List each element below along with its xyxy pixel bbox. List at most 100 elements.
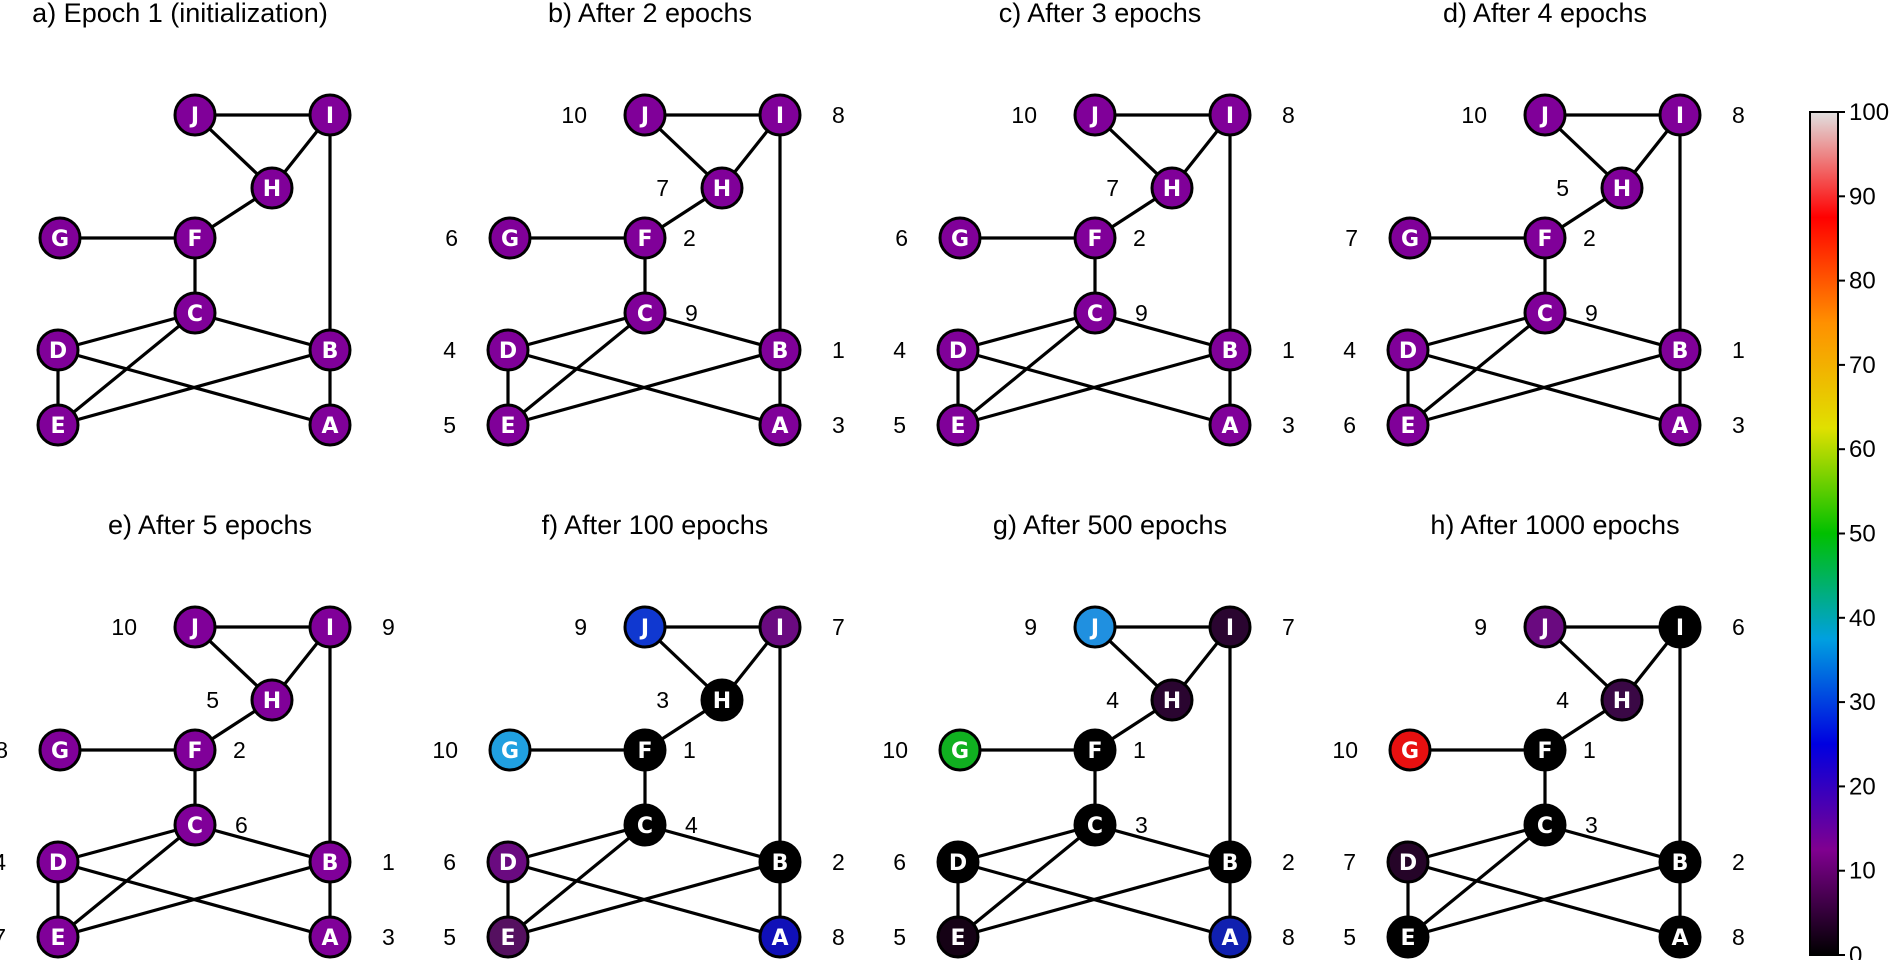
rank-label: 2 <box>1732 849 1745 875</box>
node-circle <box>938 216 982 260</box>
node-F: F <box>1073 728 1117 772</box>
node-H: H <box>700 166 744 210</box>
node-label: J <box>639 104 649 129</box>
node-F: F <box>173 728 217 772</box>
node-circle <box>1386 403 1430 447</box>
node-label: A <box>321 926 338 951</box>
node-H: H <box>250 678 294 722</box>
node-circle <box>486 403 530 447</box>
node-C: C <box>1523 291 1567 335</box>
colorbar-tick-label: 10 <box>1849 858 1876 885</box>
node-label: J <box>1089 616 1099 641</box>
node-D: D <box>1386 840 1430 884</box>
node-label: A <box>1221 926 1238 951</box>
node-circle <box>758 605 802 649</box>
node-label: J <box>1539 616 1549 641</box>
colorbar-tick-label: 20 <box>1849 773 1876 800</box>
node-label: G <box>501 739 519 764</box>
rank-label: 3 <box>1585 812 1598 838</box>
rank-label: 4 <box>685 812 698 838</box>
node-F: F <box>173 216 217 260</box>
rank-label: 7 <box>1106 175 1119 201</box>
node-G: G <box>38 216 82 260</box>
node-circle <box>623 93 667 137</box>
node-label: A <box>321 414 338 439</box>
node-I: I <box>1658 93 1702 137</box>
node-label: I <box>776 104 784 129</box>
node-circle <box>938 728 982 772</box>
node-circle <box>1150 166 1194 210</box>
node-circle <box>308 93 352 137</box>
node-G: G <box>1388 728 1432 772</box>
node-label: D <box>949 339 967 364</box>
node-circle <box>308 605 352 649</box>
node-circle <box>1073 605 1117 649</box>
rank-label: 3 <box>656 687 669 713</box>
node-circle <box>758 93 802 137</box>
node-D: D <box>486 840 530 884</box>
panel-title: b) After 2 epochs <box>548 0 752 28</box>
colorbar-tick-label: 50 <box>1849 521 1876 548</box>
node-H: H <box>1150 678 1194 722</box>
colorbar-tick-label: 80 <box>1849 268 1876 295</box>
node-G: G <box>1388 216 1432 260</box>
node-circle <box>1658 93 1702 137</box>
node-I: I <box>1658 605 1702 649</box>
colorbar-tick-label: 60 <box>1849 436 1876 463</box>
colorbar-tick-label: 70 <box>1849 352 1876 379</box>
node-label: A <box>771 414 788 439</box>
node-circle <box>1208 328 1252 372</box>
rank-label: 7 <box>1345 225 1358 251</box>
node-label: I <box>1676 616 1684 641</box>
node-circle <box>1523 93 1567 137</box>
node-label: C <box>637 302 653 327</box>
rank-label: 10 <box>1461 102 1487 128</box>
node-D: D <box>486 328 530 372</box>
node-H: H <box>1600 166 1644 210</box>
node-label: I <box>1676 104 1684 129</box>
node-circle <box>1150 678 1194 722</box>
rank-label: 1 <box>1133 737 1146 763</box>
node-label: G <box>51 739 69 764</box>
edge-C-D <box>957 311 1096 352</box>
node-circle <box>758 328 802 372</box>
panel-title: f) After 100 epochs <box>542 510 769 540</box>
rank-label: 8 <box>832 924 845 950</box>
node-label: F <box>187 739 202 764</box>
rank-label: 10 <box>882 737 908 763</box>
rank-label: 7 <box>1343 849 1356 875</box>
node-I: I <box>308 605 352 649</box>
rank-label: 5 <box>443 924 456 950</box>
node-label: G <box>1401 739 1419 764</box>
colorbar-tick-label: 100 <box>1849 99 1889 126</box>
node-label: J <box>1089 104 1099 129</box>
node-label: E <box>50 926 65 951</box>
rank-label: 4 <box>1343 337 1356 363</box>
node-circle <box>1523 216 1567 260</box>
node-I: I <box>758 605 802 649</box>
node-circle <box>173 216 217 260</box>
node-label: C <box>637 814 653 839</box>
node-A: A <box>308 915 352 959</box>
node-label: B <box>322 339 339 364</box>
node-circle <box>1208 915 1252 959</box>
rank-label: 2 <box>233 737 246 763</box>
node-B: B <box>1208 328 1252 372</box>
node-circle <box>36 915 80 959</box>
node-F: F <box>1523 728 1567 772</box>
node-label: B <box>1672 851 1689 876</box>
node-circle <box>623 216 667 260</box>
node-D: D <box>936 840 980 884</box>
node-label: C <box>1537 814 1553 839</box>
node-circle <box>488 728 532 772</box>
rank-label: 6 <box>443 849 456 875</box>
edge-C-B <box>194 823 331 864</box>
node-G: G <box>488 216 532 260</box>
node-E: E <box>36 915 80 959</box>
node-J: J <box>1073 605 1117 649</box>
panel-title: a) Epoch 1 (initialization) <box>32 0 328 28</box>
